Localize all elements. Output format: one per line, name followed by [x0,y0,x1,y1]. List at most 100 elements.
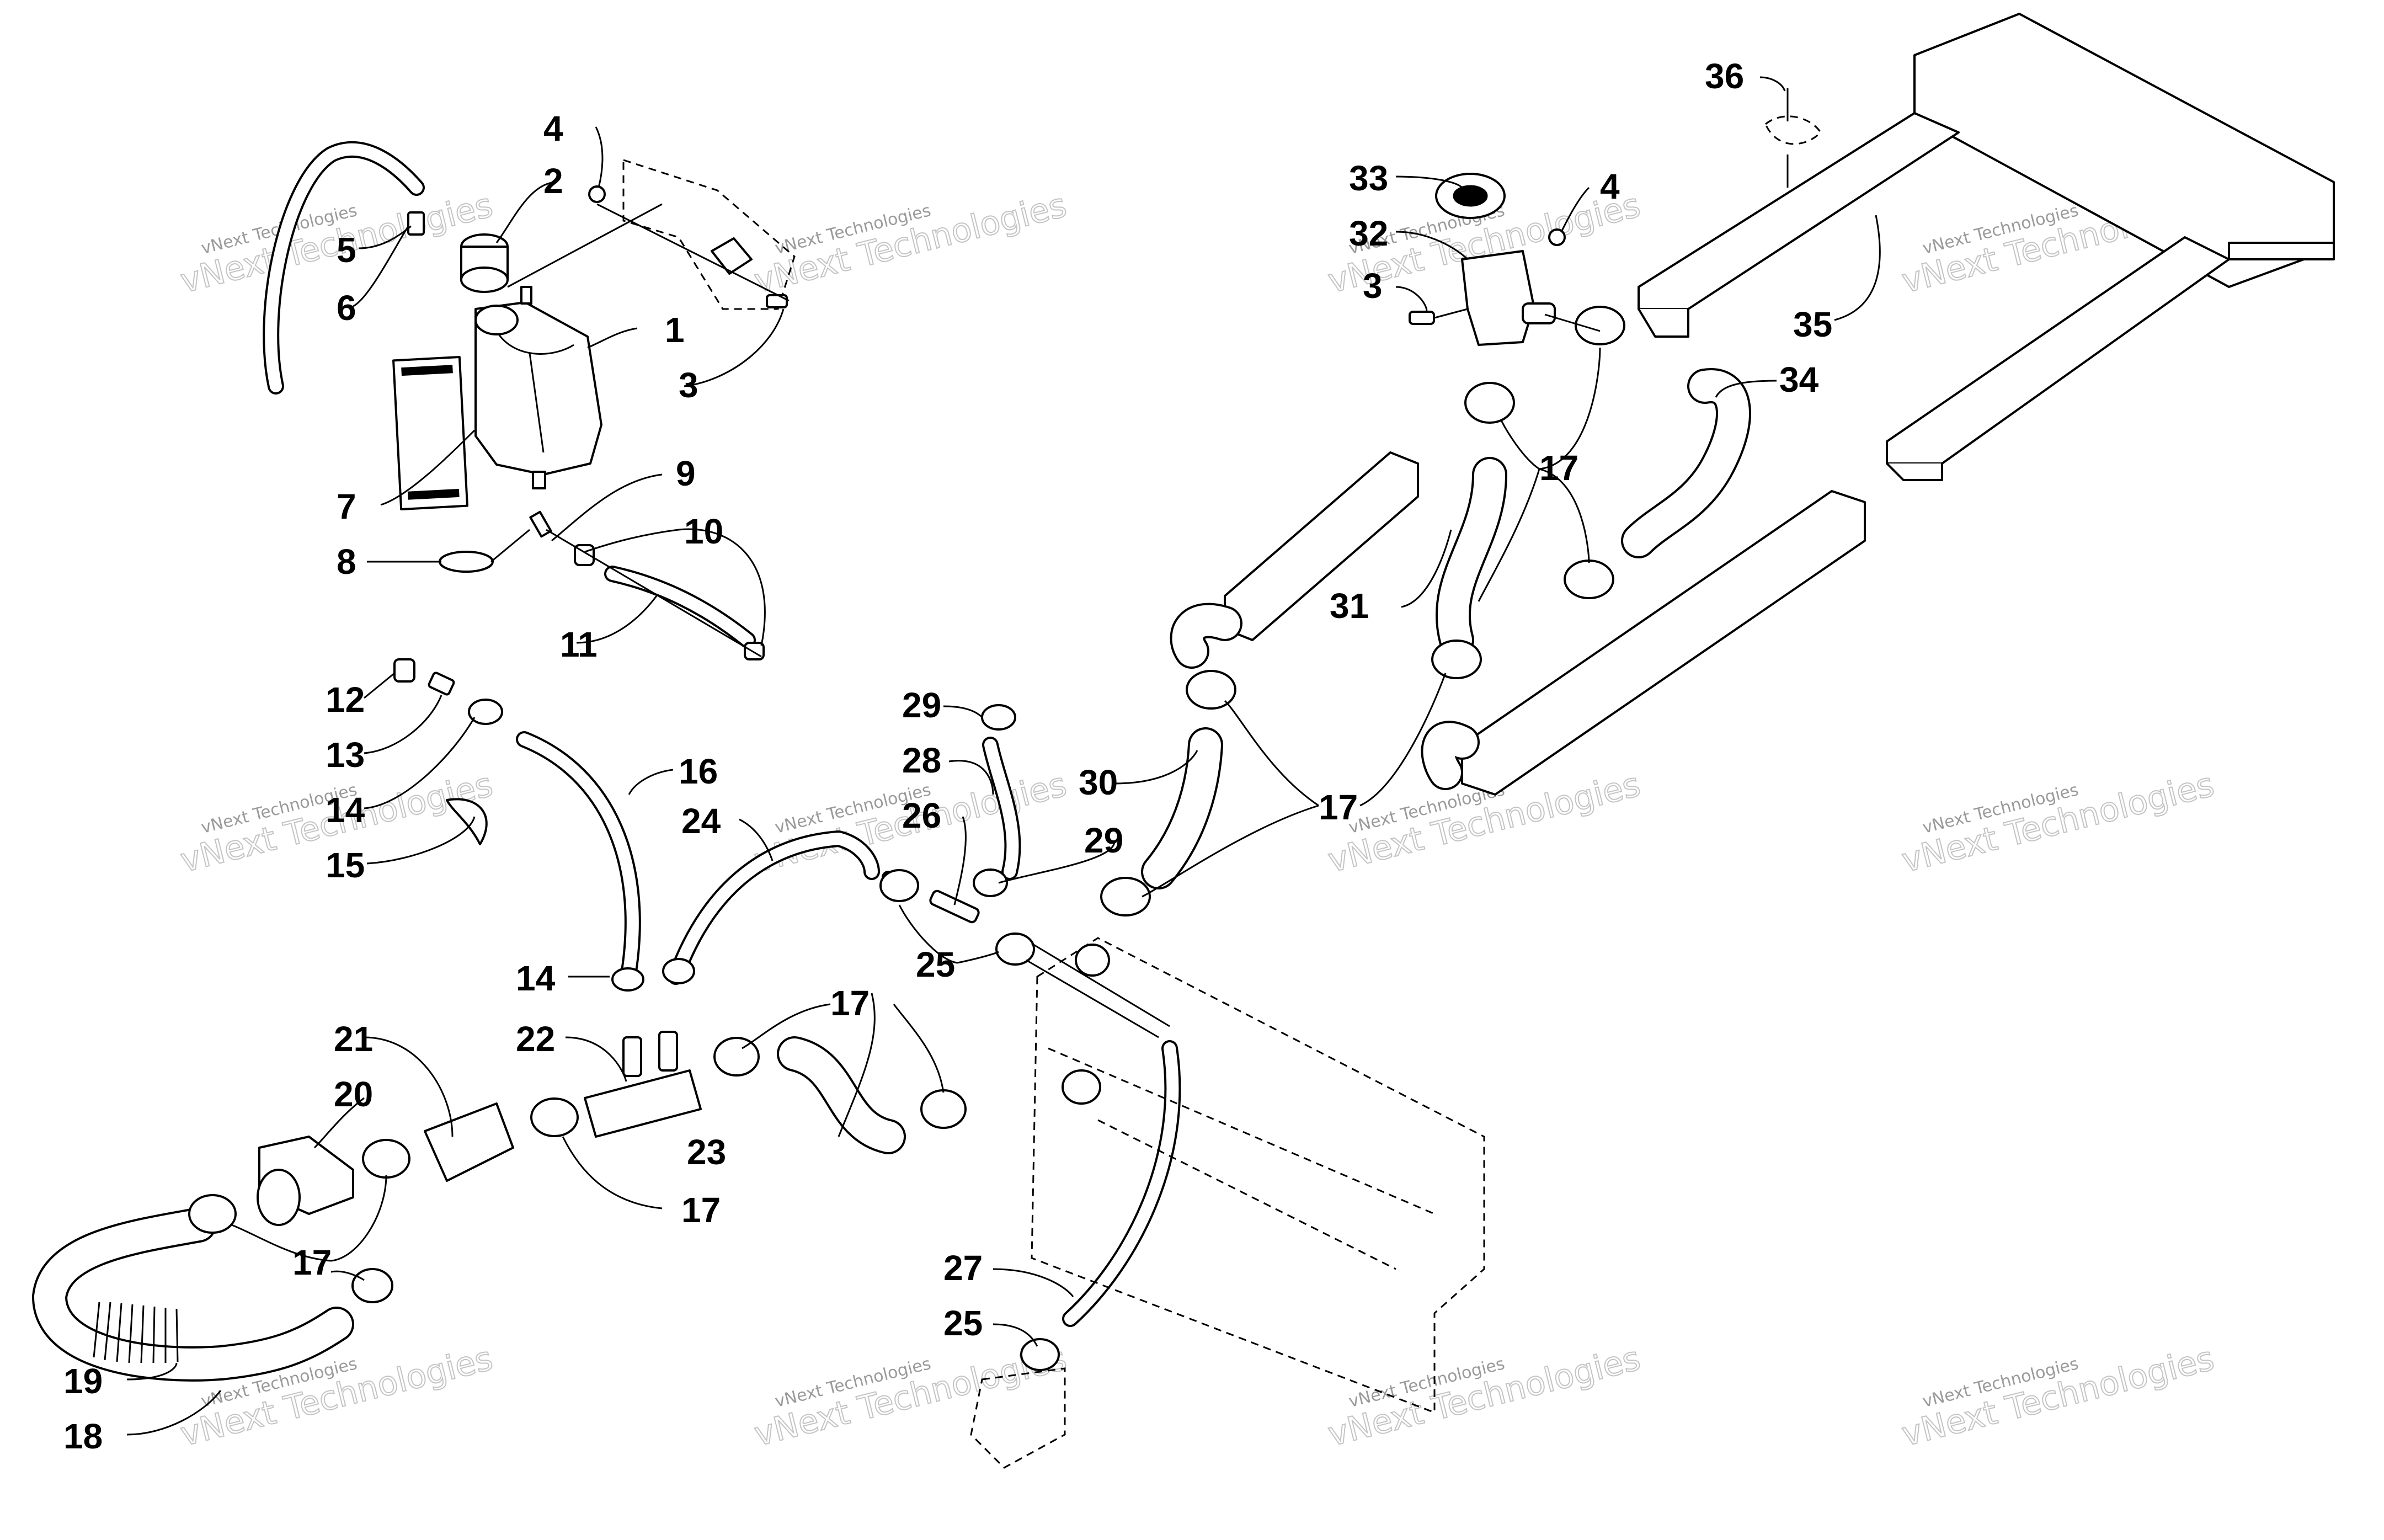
hose-21 [424,1102,514,1182]
callout-25: 25 [916,945,955,984]
clamp-17 [713,1037,760,1077]
screw-3-right [1409,311,1435,325]
chassis-panel-outline [1031,937,1485,1414]
callout-4: 4 [543,109,563,148]
callout-4-right: 4 [1600,167,1620,206]
callout-3: 3 [679,365,698,405]
frame-35 [1638,13,2335,481]
connector-26 [929,889,980,924]
callout-29-lower: 29 [1084,820,1123,860]
center-hose-assembly [879,670,1236,1469]
rivet-36 [1764,115,1822,145]
callout-36: 36 [1705,56,1744,96]
callout-17: 17 [830,983,870,1023]
callout-33: 33 [1349,158,1388,198]
filler-cap-2 [460,267,509,293]
clamp-17 [1564,559,1614,599]
callout-25-lower: 25 [943,1303,983,1343]
callout-16: 16 [679,752,718,791]
clamp-14-lower [611,967,644,992]
clamp-17 [1100,877,1151,916]
clamp-17 [362,1139,410,1179]
callout-26: 26 [902,796,941,835]
callout-28: 28 [902,740,941,780]
callout-12: 12 [326,680,365,720]
callout-17: 17 [292,1243,332,1282]
callout-7: 7 [337,487,356,526]
mount-bracket [711,237,753,275]
clamp-17 [1464,382,1515,424]
callout-14: 14 [326,790,365,830]
callout-35: 35 [1793,305,1832,344]
callout-17: 17 [681,1190,721,1230]
leader-lines [126,76,1881,1436]
callout-17: 17 [1319,787,1358,827]
callout-32: 32 [1349,214,1388,253]
coolant-tank-assembly [263,141,796,660]
callout-3-right: 3 [1363,266,1383,306]
clamp-17 [1575,306,1625,345]
callout-8: 8 [337,542,356,582]
clamp-17 [188,1194,237,1234]
callout-5: 5 [337,230,356,270]
clamp-17 [1431,640,1482,679]
callout-6: 6 [337,288,356,328]
callout-27: 27 [943,1248,983,1288]
callout-22: 22 [516,1019,555,1059]
tee-housing-32 [1461,250,1535,346]
clamp-17 [1186,670,1236,710]
clamp-17 [351,1268,393,1303]
clamp-17 [530,1097,579,1137]
clamp-17 [920,1089,967,1129]
clamp-25 [995,932,1035,966]
callout-31: 31 [1330,586,1369,626]
callout-21: 21 [334,1019,373,1059]
lower-hose-assembly [32,1031,967,1382]
fitting-13 [428,672,455,696]
clamp-25-lower [1020,1338,1060,1371]
callout-18: 18 [63,1416,103,1456]
callout-1: 1 [665,310,685,350]
callout-30: 30 [1079,763,1118,802]
decal-7 [392,356,468,510]
callout-15: 15 [326,845,365,885]
heat-exchanger-assembly [1170,173,1866,796]
callout-20: 20 [334,1074,373,1114]
clip-15 [446,798,488,845]
callout-11: 11 [560,625,598,664]
callout-23: 23 [687,1132,726,1172]
tee-fitting-22 [584,1069,702,1138]
callout-17: 17 [1539,448,1578,488]
clamp-29-lower [973,868,1008,897]
callout-layer: 1 2 3 4 5 6 7 8 9 10 11 12 13 14 15 16 2… [63,56,1832,1456]
clamp-25 [879,869,919,902]
callout-13: 13 [326,735,365,775]
corrugated-section-19 [93,1302,179,1363]
callout-10: 10 [684,511,723,551]
clamp-29-upper [981,704,1016,731]
bypass-hose-assembly [393,658,906,992]
heat-exchanger-left [1224,451,1419,641]
callout-24: 24 [681,801,721,841]
callout-14-lower: 14 [516,958,556,998]
nut-4 [588,185,606,203]
fitting-5 [407,211,425,236]
callout-2: 2 [543,161,563,201]
nut-4-right [1548,228,1566,246]
cap-12 [393,658,415,683]
clamp-8 [439,551,494,573]
callout-29: 29 [902,685,941,725]
clamp-14 [468,699,503,725]
outlet-fitting-9 [529,510,552,538]
callout-9: 9 [676,454,696,493]
screw-3 [766,294,788,308]
heat-exchanger-right [1461,490,1866,796]
coolant-tank-1 [474,301,602,476]
callout-34: 34 [1779,360,1819,399]
